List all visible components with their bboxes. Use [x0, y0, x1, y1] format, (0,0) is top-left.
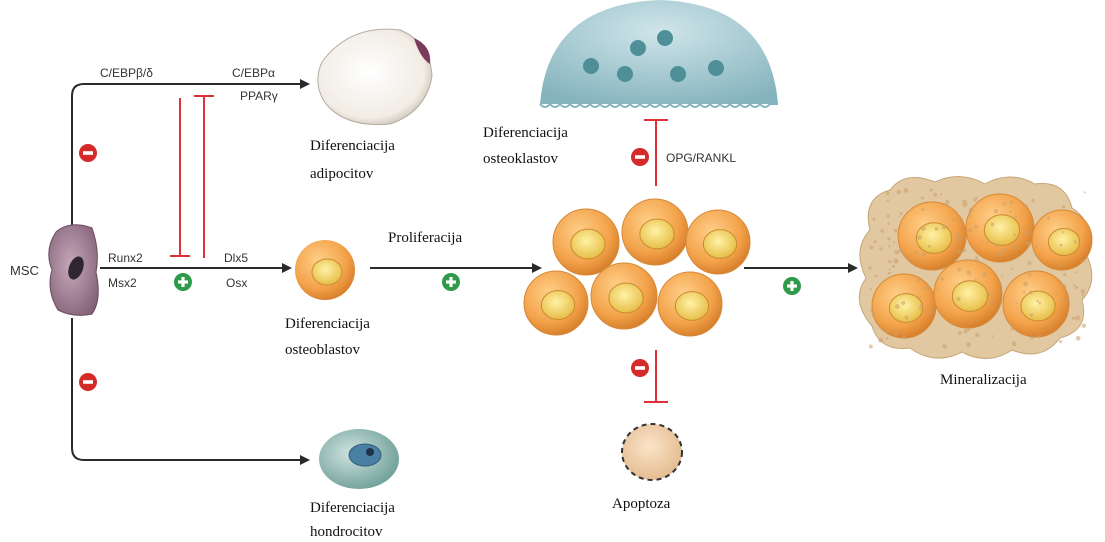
minus-sign-adipo: [79, 144, 97, 162]
label-proliferation: Proliferacija: [388, 230, 462, 246]
chondrocyte-cell-icon: [319, 429, 399, 489]
plus-sign-msx2: [174, 273, 192, 291]
factor-ppar-g: PPARγ: [240, 89, 278, 103]
cluster-cell-icon: [524, 271, 588, 335]
factor-cebp-a: C/EBPα: [232, 66, 275, 80]
msc-label: MSC: [10, 263, 39, 278]
label-chondrocytes: Diferenciacija hondrocitov: [310, 500, 399, 540]
minus-sign-chondro: [79, 373, 97, 391]
plus-sign-proliferation: [442, 273, 460, 291]
label-adipocytes: Diferenciacija adipocitov: [310, 138, 399, 182]
mineral-cell-icon: [872, 274, 936, 338]
cluster-cell-icon: [591, 263, 657, 329]
adipocyte-cell-icon: [318, 29, 432, 124]
msc-cell-icon: [49, 225, 98, 316]
cluster-cell-icon: [553, 209, 619, 275]
arrows: [72, 84, 856, 460]
factor-osx: Osx: [226, 276, 247, 290]
factor-dlx5: Dlx5: [224, 251, 248, 265]
apoptotic-cell-icon: [622, 424, 682, 480]
inhibit-osteo-to-ppar: [194, 96, 214, 258]
osteoblast-cluster-icon: [524, 199, 750, 336]
mineral-cell-icon: [1003, 271, 1069, 337]
osteoblast-cell-icon: [295, 240, 355, 300]
inhibit-apoptosis: [644, 350, 668, 402]
mineral-cell-icon: [934, 260, 1002, 328]
cluster-cell-icon: [686, 210, 750, 274]
osteoclast-cell-icon: [540, 0, 778, 107]
label-mineralization: Mineralizacija: [940, 372, 1027, 388]
inhibit-adipo-to-runx2: [170, 98, 190, 256]
cluster-cell-icon: [622, 199, 688, 265]
minus-sign-osteoclast: [631, 148, 649, 166]
cluster-cell-icon: [658, 272, 722, 336]
minus-sign-apoptosis: [631, 359, 649, 377]
mineral-cell-icon: [898, 202, 966, 270]
label-osteoclasts: Diferenciacija osteoklastov: [483, 125, 572, 167]
label-osteoblasts: Diferenciacija osteoblastov: [285, 316, 374, 358]
factor-cebp-bd: C/EBPβ/δ: [100, 66, 153, 80]
plus-sign-mineralization: [783, 277, 801, 295]
label-apoptosis: Apoptoza: [612, 496, 671, 512]
factor-msx2: Msx2: [108, 276, 137, 290]
factor-runx2: Runx2: [108, 251, 143, 265]
arrow-msc-to-adipocyte: [72, 84, 308, 228]
mineralized-bone-icon: [859, 176, 1092, 358]
arrow-msc-to-chondrocyte: [72, 318, 308, 460]
factor-opg-rankl: OPG/RANKL: [666, 151, 736, 165]
